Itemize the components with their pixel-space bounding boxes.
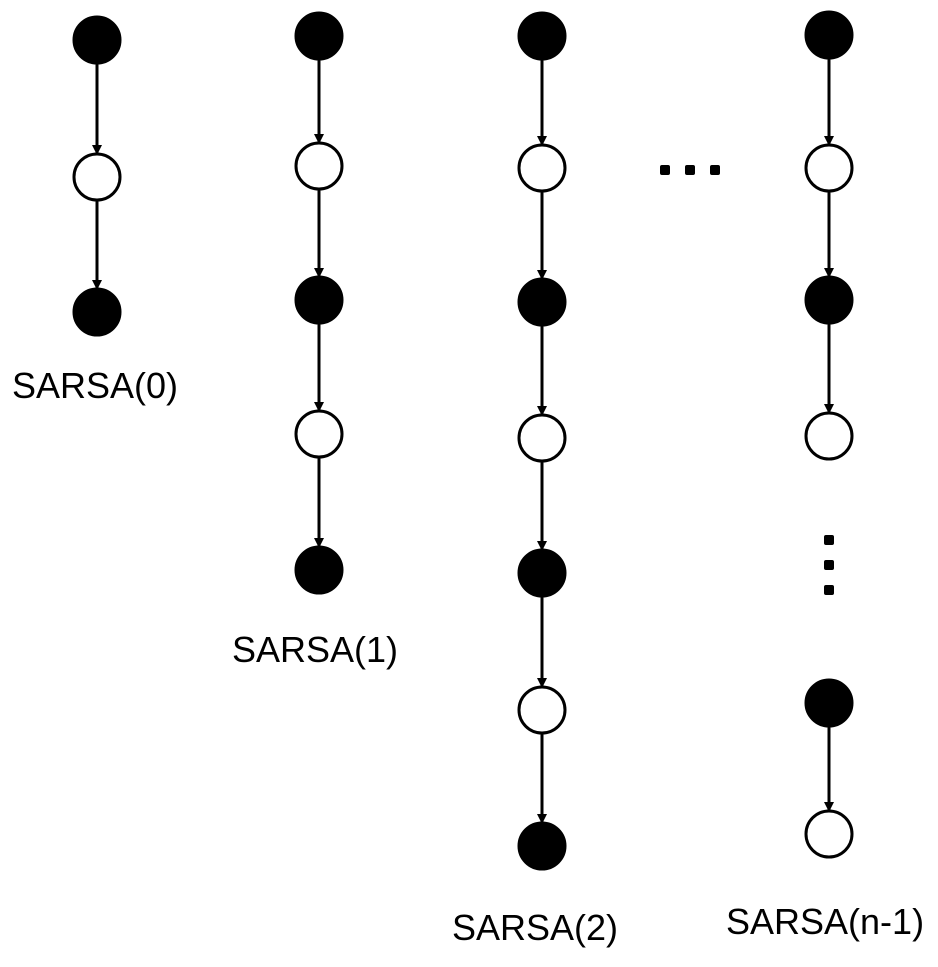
- state-node: [804, 275, 854, 325]
- nodes-layer: [72, 10, 854, 871]
- state-node: [72, 15, 122, 65]
- vertical-ellipsis-dot: [824, 560, 834, 570]
- caption-sarsa-n-minus-1: SARSA(n-1): [726, 901, 925, 942]
- state-node: [517, 11, 567, 61]
- horizontal-ellipsis-dot: [685, 165, 695, 175]
- state-node: [517, 821, 567, 871]
- vertical-ellipsis-dot: [824, 535, 834, 545]
- action-node: [294, 141, 344, 191]
- state-node: [804, 678, 854, 728]
- state-node: [294, 275, 344, 325]
- caption-sarsa-2: SARSA(2): [452, 907, 619, 948]
- edges-layer: [92, 58, 834, 824]
- caption-sarsa-0: SARSA(0): [12, 365, 179, 406]
- action-node: [517, 413, 567, 463]
- state-node: [72, 287, 122, 337]
- action-node: [517, 143, 567, 193]
- state-node: [517, 548, 567, 598]
- action-node: [294, 409, 344, 459]
- horizontal-ellipsis-dot: [710, 165, 720, 175]
- horizontal-ellipsis-dot: [660, 165, 670, 175]
- state-node: [517, 277, 567, 327]
- action-node: [804, 411, 854, 461]
- action-node: [804, 143, 854, 193]
- state-node: [804, 10, 854, 60]
- action-node: [72, 152, 122, 202]
- vertical-ellipsis-dot: [824, 585, 834, 595]
- action-node: [804, 809, 854, 859]
- state-node: [294, 11, 344, 61]
- ellipsis-layer: [660, 165, 834, 595]
- action-node: [517, 685, 567, 735]
- caption-sarsa-1: SARSA(1): [232, 629, 399, 670]
- state-node: [294, 545, 344, 595]
